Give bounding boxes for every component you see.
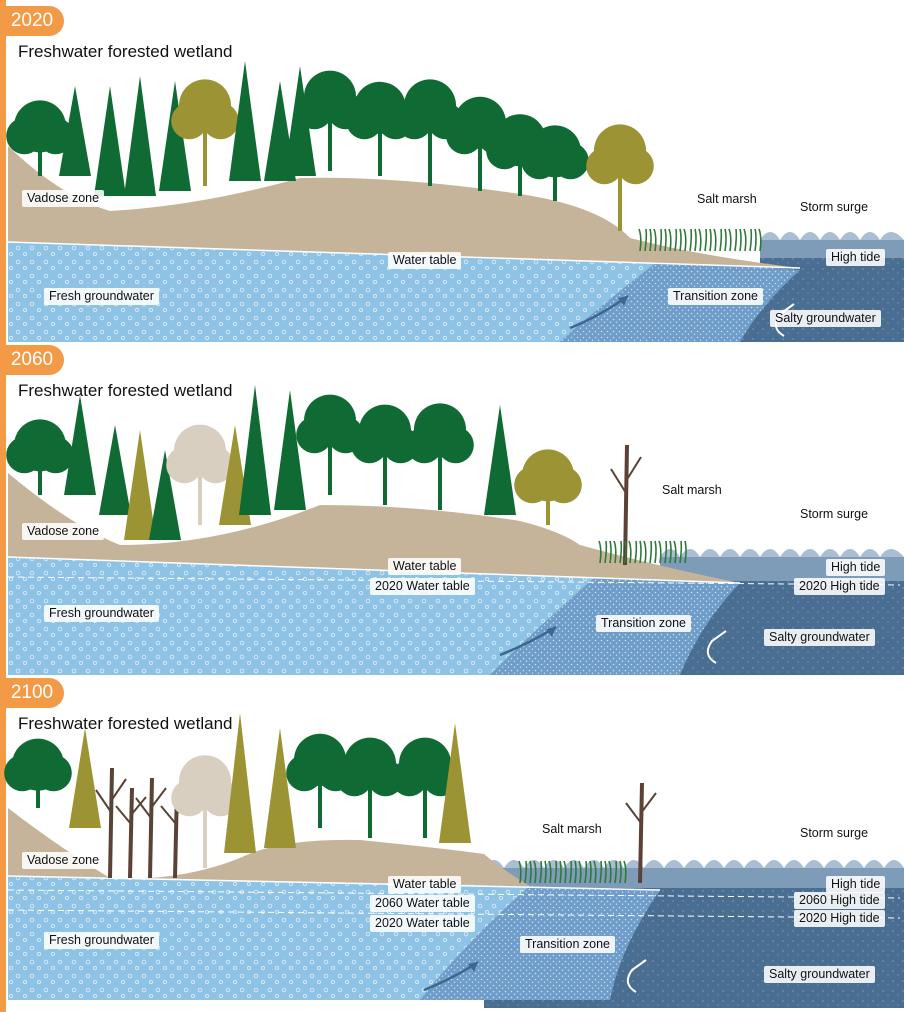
deciduous-tree-icon <box>406 403 474 510</box>
conifer-tree-icon <box>159 81 191 191</box>
deciduous-tree-icon <box>171 755 239 868</box>
marsh-grass-icon <box>518 860 627 884</box>
dead-tree-icon <box>95 767 127 879</box>
panel-title: Freshwater forested wetland <box>18 42 233 61</box>
year-badge: 2060 <box>0 345 64 375</box>
deciduous-tree-icon <box>4 738 72 808</box>
conifer-tree-icon <box>149 450 181 540</box>
label-high-tide-2020: 2020 High tide <box>794 578 885 595</box>
deciduous-tree-icon <box>586 124 654 231</box>
panel-2060: 2060 Freshwater forested wetland Vadose … <box>0 345 904 675</box>
label-salty-groundwater: Salty groundwater <box>764 629 875 646</box>
label-transition-zone: Transition zone <box>596 615 691 632</box>
label-water-table-2020: 2020 Water table <box>370 915 475 932</box>
conifer-tree-icon <box>239 385 271 515</box>
label-storm-surge: Storm surge <box>800 507 869 521</box>
conifer-tree-icon <box>484 405 516 515</box>
deciduous-tree-icon <box>351 404 419 505</box>
deciduous-tree-icon <box>6 419 74 495</box>
year-badge: 2100 <box>0 678 64 708</box>
timeline-bar <box>0 0 6 1012</box>
swirl-arrow-icon <box>706 630 727 664</box>
label-water-table-2060: 2060 Water table <box>370 895 475 912</box>
label-high-tide-2060: 2060 High tide <box>794 892 885 909</box>
flow-arrow-head <box>618 296 628 306</box>
conifer-tree-icon <box>274 390 306 510</box>
deciduous-tree-icon <box>521 125 589 201</box>
conifer-tree-icon <box>69 728 101 828</box>
panel-title: Freshwater forested wetland <box>18 381 233 400</box>
conifer-tree-icon <box>59 86 91 176</box>
label-high-tide: High tide <box>826 249 886 266</box>
label-salt-marsh: Salt marsh <box>662 483 722 497</box>
conifer-tree-icon <box>264 728 296 848</box>
label-salt-marsh: Salt marsh <box>542 822 602 836</box>
conifer-tree-icon <box>94 86 126 196</box>
scene-2060 <box>6 385 904 675</box>
label-storm-surge: Storm surge <box>800 826 869 840</box>
conifer-tree-icon <box>124 430 156 540</box>
conifer-tree-icon <box>99 425 131 515</box>
label-water-table: Water table <box>388 252 462 269</box>
label-high-tide-2020: 2020 High tide <box>794 910 885 927</box>
conifer-tree-icon <box>229 61 261 181</box>
deciduous-tree-icon <box>286 733 354 828</box>
deciduous-tree-icon <box>296 394 364 495</box>
flow-arrow-head <box>468 962 478 972</box>
deciduous-tree-icon <box>336 737 404 838</box>
panel-title: Freshwater forested wetland <box>18 714 233 733</box>
label-vadose-zone: Vadose zone <box>22 190 105 207</box>
deciduous-tree-icon <box>514 449 582 525</box>
label-storm-surge: Storm surge <box>800 200 869 214</box>
flow-arrow-head <box>546 627 556 637</box>
label-high-tide: High tide <box>826 876 886 893</box>
label-vadose-zone: Vadose zone <box>22 852 105 869</box>
deciduous-tree-icon <box>296 70 364 171</box>
label-salty-groundwater: Salty groundwater <box>764 966 875 983</box>
label-water-table-2020: 2020 Water table <box>370 578 475 595</box>
label-fresh-groundwater: Fresh groundwater <box>44 605 159 622</box>
panel-2020: 2020 Freshwater forested wetland Vadose … <box>0 6 904 342</box>
label-water-table: Water table <box>388 876 462 893</box>
label-transition-zone: Transition zone <box>668 288 763 305</box>
panel-2100: 2100 Freshwater forested wetland Vadose … <box>0 678 904 1008</box>
label-salty-groundwater: Salty groundwater <box>770 310 881 327</box>
dead-tree-icon <box>625 782 657 884</box>
dead-tree-icon <box>115 787 147 879</box>
label-fresh-groundwater: Fresh groundwater <box>44 932 159 949</box>
label-water-table: Water table <box>388 558 462 575</box>
forest-2060 <box>6 385 687 566</box>
conifer-tree-icon <box>224 713 256 853</box>
deciduous-tree-icon <box>166 424 234 525</box>
forest-2100 <box>4 713 657 884</box>
conifer-tree-icon <box>439 723 471 843</box>
swirl-arrow-icon <box>626 959 647 993</box>
conifer-tree-icon <box>64 395 96 495</box>
conifer-tree-icon <box>124 76 156 196</box>
marsh-grass-icon <box>638 228 762 252</box>
dead-tree-icon <box>135 777 167 879</box>
forest-2020 <box>6 61 762 252</box>
deciduous-tree-icon <box>171 79 239 186</box>
label-vadose-zone: Vadose zone <box>22 523 105 540</box>
label-transition-zone: Transition zone <box>520 936 615 953</box>
label-fresh-groundwater: Fresh groundwater <box>44 288 159 305</box>
label-salt-marsh: Salt marsh <box>697 192 757 206</box>
year-badge: 2020 <box>0 6 64 36</box>
label-high-tide: High tide <box>826 559 886 576</box>
marsh-grass-icon <box>598 540 687 564</box>
